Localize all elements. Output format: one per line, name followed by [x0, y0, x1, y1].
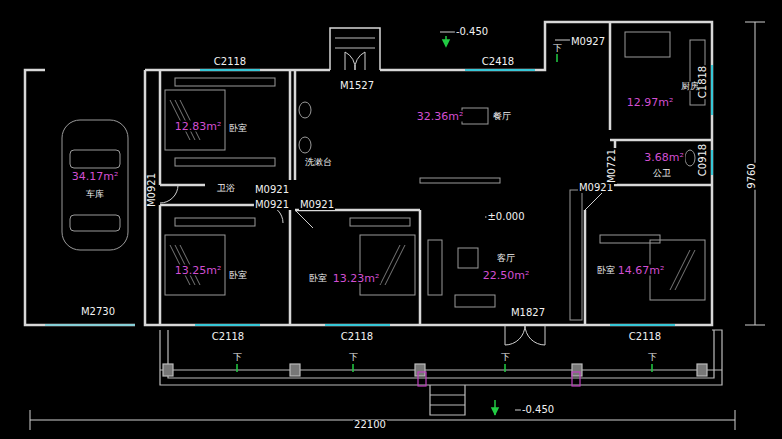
area-label: 12.97m² — [626, 97, 675, 108]
dimension-label: C2418 — [481, 57, 515, 67]
dimension-label: M1827 — [510, 308, 546, 318]
dimension-label: C0918 — [698, 143, 708, 177]
room-label: 车库 — [85, 190, 105, 199]
dimension-label: -0.450 — [455, 27, 489, 37]
room-label: 下 — [552, 44, 563, 53]
room-label: 餐厅 — [492, 112, 512, 121]
area-label: 22.50m² — [482, 270, 531, 281]
room-label: 卧室 — [596, 266, 616, 275]
dimension-label: M0921 — [147, 172, 157, 208]
area-label: 13.23m² — [332, 273, 381, 284]
dimension-label: C2118 — [340, 332, 374, 342]
dimension-label: C2118 — [213, 57, 247, 67]
room-label: 客厅 — [496, 254, 516, 263]
furniture — [62, 32, 705, 320]
dimension-label: C2118 — [211, 332, 245, 342]
room-label: 厨房 — [680, 82, 700, 91]
windows — [195, 65, 712, 325]
dimension-label: M0921 — [299, 200, 335, 210]
dimension-label: ±0.000 — [486, 212, 525, 222]
room-label: 下 — [348, 353, 359, 362]
dimension-label: 22100 — [353, 420, 387, 430]
dimension-label: M0927 — [570, 37, 606, 47]
room-label: 卧室 — [308, 274, 328, 283]
porch — [160, 38, 722, 415]
dimension-label: M1527 — [339, 81, 375, 91]
area-label: 14.67m² — [617, 265, 666, 276]
dimension-label: M0721 — [607, 148, 617, 184]
room-label: 卧室 — [228, 271, 248, 280]
dimension-label: C1818 — [698, 65, 708, 99]
dimension-label: -0.450 — [521, 405, 555, 415]
room-label: 卧室 — [228, 124, 248, 133]
area-label: 13.25m² — [174, 265, 223, 276]
area-label: 32.36m² — [416, 111, 465, 122]
room-label: 下 — [647, 353, 658, 362]
dimension-label: C2118 — [628, 332, 662, 342]
walls — [25, 22, 712, 325]
dimension-label: M0921 — [254, 185, 290, 195]
doors — [45, 40, 603, 345]
room-label: 卫浴 — [216, 184, 236, 193]
room-label: 洗漱台 — [304, 158, 333, 167]
level-arrows — [237, 36, 652, 415]
dimension-label: M2730 — [80, 307, 116, 317]
area-label: 12.83m² — [174, 121, 223, 132]
area-label: 34.17m² — [71, 171, 120, 182]
room-label: 公卫 — [652, 169, 672, 178]
dimension-label: M0921 — [254, 200, 290, 210]
dimension-label: 9760 — [747, 162, 757, 189]
dimension-label: M0921 — [578, 183, 614, 193]
area-label: 3.68m² — [643, 152, 685, 163]
room-label: 下 — [232, 353, 243, 362]
dimension-lines — [30, 22, 765, 430]
room-label: 下 — [500, 353, 511, 362]
